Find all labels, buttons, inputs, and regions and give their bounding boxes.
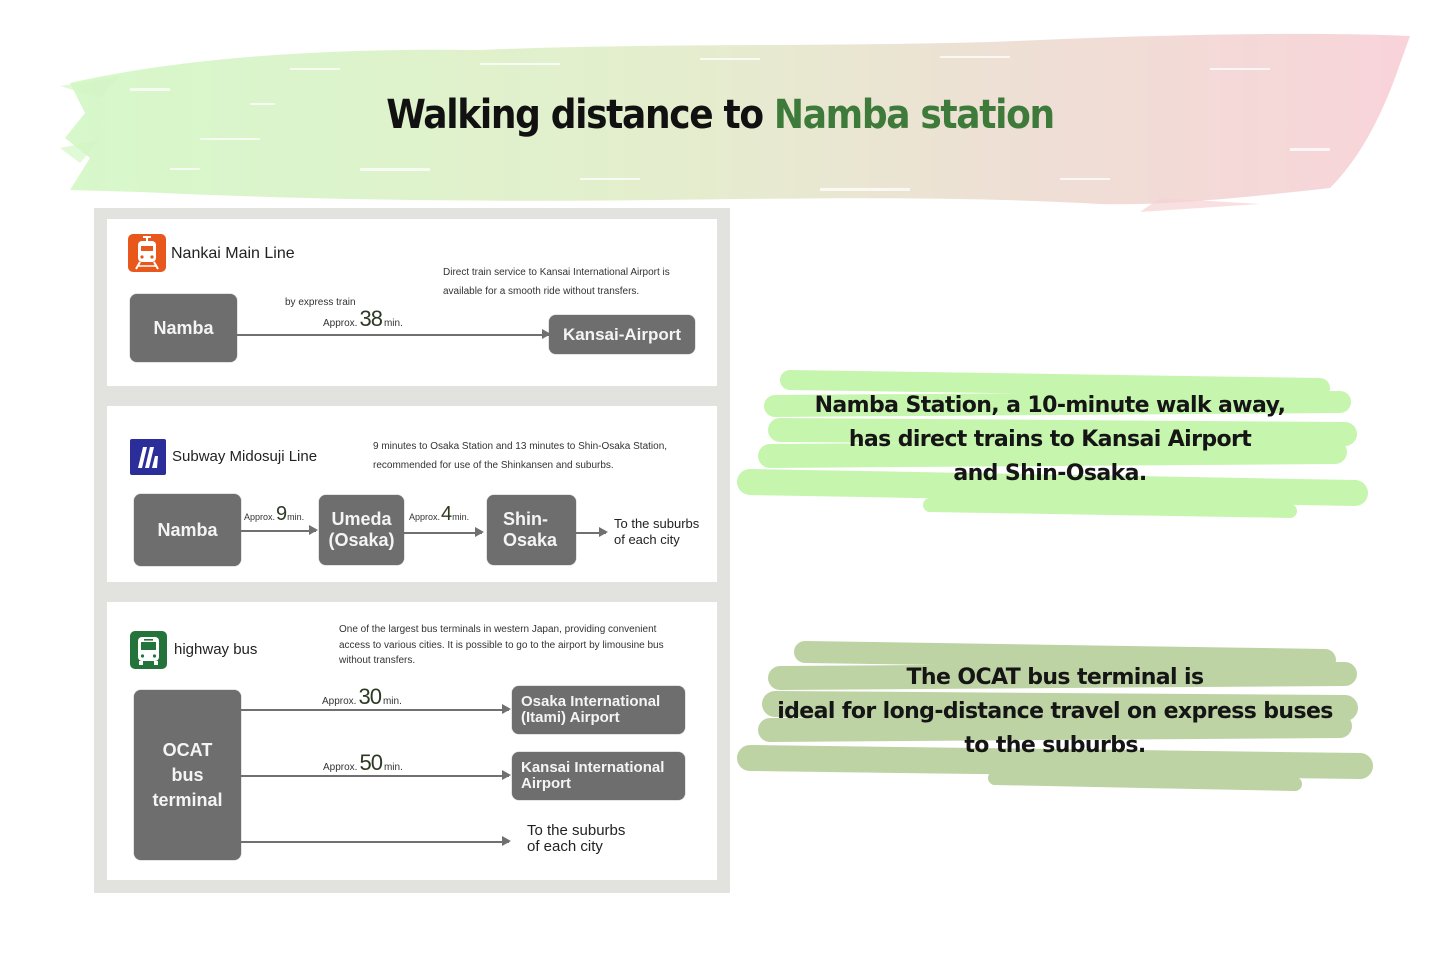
station-node-namba: Namba: [130, 294, 237, 362]
line-name: Subway Midosuji Line: [172, 448, 318, 465]
duration-prefix: Approx.: [244, 512, 276, 522]
destination-name: Osaka International: [521, 693, 661, 710]
station-name: Namba: [157, 519, 218, 540]
onward-line: of each city: [614, 532, 680, 547]
route-panel-highway-bus: highway bus One of the largest bus termi…: [107, 602, 717, 880]
callout-brush-background: [737, 641, 1373, 791]
page-title: Walking distance to Namba station: [72, 92, 1368, 138]
route-arrow: [237, 330, 551, 338]
service-label: by express train: [285, 297, 356, 308]
onward-line: To the suburbs: [527, 822, 626, 839]
route-arrow: [576, 528, 608, 536]
onward-line: of each city: [527, 838, 603, 855]
bus-icon: [130, 631, 167, 669]
route-note-line: available for a smooth ride without tran…: [443, 286, 640, 297]
duration-unit: min.: [382, 696, 402, 707]
station-name: Umeda: [331, 509, 392, 529]
station-node-kansai-airport: Kansai-Airport: [549, 315, 695, 354]
destination-name: (Itami) Airport: [521, 709, 620, 726]
train-icon: [128, 234, 166, 272]
destination-name: Airport: [521, 775, 571, 792]
callout-line: The OCAT bus terminal is: [906, 665, 1205, 690]
route-note: 9 minutes to Osaka Station and 13 minute…: [373, 437, 667, 475]
station-node-ocat: OCAT bus terminal: [134, 690, 241, 860]
duration-prefix: Approx.: [322, 696, 357, 707]
route-note-line: recommended for use of the Shinkansen an…: [373, 460, 614, 471]
callout-ocat-terminal: The OCAT bus terminal is ideal for long-…: [735, 638, 1375, 793]
onward-destination: To the suburbs of each city: [527, 823, 625, 855]
callout-namba-station: Namba Station, a 10-minute walk away, ha…: [730, 368, 1370, 523]
callout-brush-background: [737, 370, 1368, 518]
route-arrow: [241, 837, 511, 845]
route-note: Direct train service to Kansai Internati…: [443, 263, 670, 301]
route-note-line: access to various cities. It is possible…: [339, 639, 664, 651]
duration-label: Approx.4min.: [409, 503, 469, 526]
duration-value: 4: [441, 503, 452, 525]
line-name: Nankai Main Line: [171, 245, 295, 262]
duration-value: 30: [358, 684, 382, 709]
duration-label: Approx.9min.: [244, 503, 304, 526]
callout-line: has direct trains to Kansai Airport: [848, 427, 1252, 452]
station-node-umeda: Umeda(Osaka): [319, 495, 404, 565]
station-name: Shin-: [503, 509, 548, 529]
destination-name: Kansai International: [521, 759, 665, 776]
duration-value: 50: [359, 750, 383, 775]
duration-unit: min.: [287, 512, 305, 522]
route-arrow: [404, 528, 484, 536]
subway-m-icon: [130, 439, 166, 475]
station-name: Osaka: [503, 530, 558, 550]
route-panel-midosuji: Subway Midosuji Line 9 minutes to Osaka …: [107, 406, 717, 582]
route-note-line: One of the largest bus terminals in west…: [339, 624, 657, 635]
duration-value: 38: [359, 306, 383, 331]
callout-text: The OCAT bus terminal is ideal for long-…: [735, 661, 1375, 763]
destination-node-itami: Osaka International(Itami) Airport: [512, 686, 685, 734]
callout-line: to the suburbs.: [964, 733, 1146, 758]
duration-prefix: Approx.: [409, 512, 441, 522]
route-arrow: [241, 526, 318, 534]
page-title-prefix: Walking distance to: [386, 92, 774, 138]
callout-line: ideal for long-distance travel on expres…: [777, 699, 1333, 724]
duration-prefix: Approx.: [323, 318, 358, 329]
route-note-line: 9 minutes to Osaka Station and 13 minute…: [373, 441, 668, 452]
header-brush-background: [60, 33, 1410, 212]
route-arrow: [241, 771, 511, 779]
page-title-accent: Namba station: [773, 92, 1055, 138]
station-node-shin-osaka: Shin-Osaka: [487, 495, 576, 565]
route-arrow: [241, 705, 511, 713]
duration-unit: min.: [452, 512, 470, 522]
callout-line: and Shin-Osaka.: [953, 461, 1147, 486]
station-name: terminal: [152, 789, 223, 810]
station-node-namba: Namba: [134, 494, 241, 566]
onward-line: To the suburbs: [614, 516, 700, 531]
route-note-line: without transfers.: [339, 655, 416, 666]
callout-text: Namba Station, a 10-minute walk away, ha…: [730, 389, 1370, 491]
onward-destination: To the suburbs of each city: [614, 516, 699, 548]
station-name: (Osaka): [328, 530, 395, 550]
duration-value: 9: [276, 503, 287, 525]
callout-line: Namba Station, a 10-minute walk away,: [814, 393, 1286, 418]
duration-prefix: Approx.: [323, 762, 358, 773]
station-name: OCAT: [162, 739, 213, 760]
route-note: One of the largest bus terminals in west…: [339, 622, 664, 669]
line-name: highway bus: [174, 641, 258, 658]
routes-frame: Nankai Main Line Direct train service to…: [94, 208, 730, 893]
duration-unit: min.: [383, 762, 403, 773]
route-note-line: Direct train service to Kansai Internati…: [443, 267, 670, 278]
duration-unit: min.: [383, 318, 403, 329]
station-name: bus: [171, 764, 204, 785]
route-panel-nankai: Nankai Main Line Direct train service to…: [107, 219, 717, 386]
